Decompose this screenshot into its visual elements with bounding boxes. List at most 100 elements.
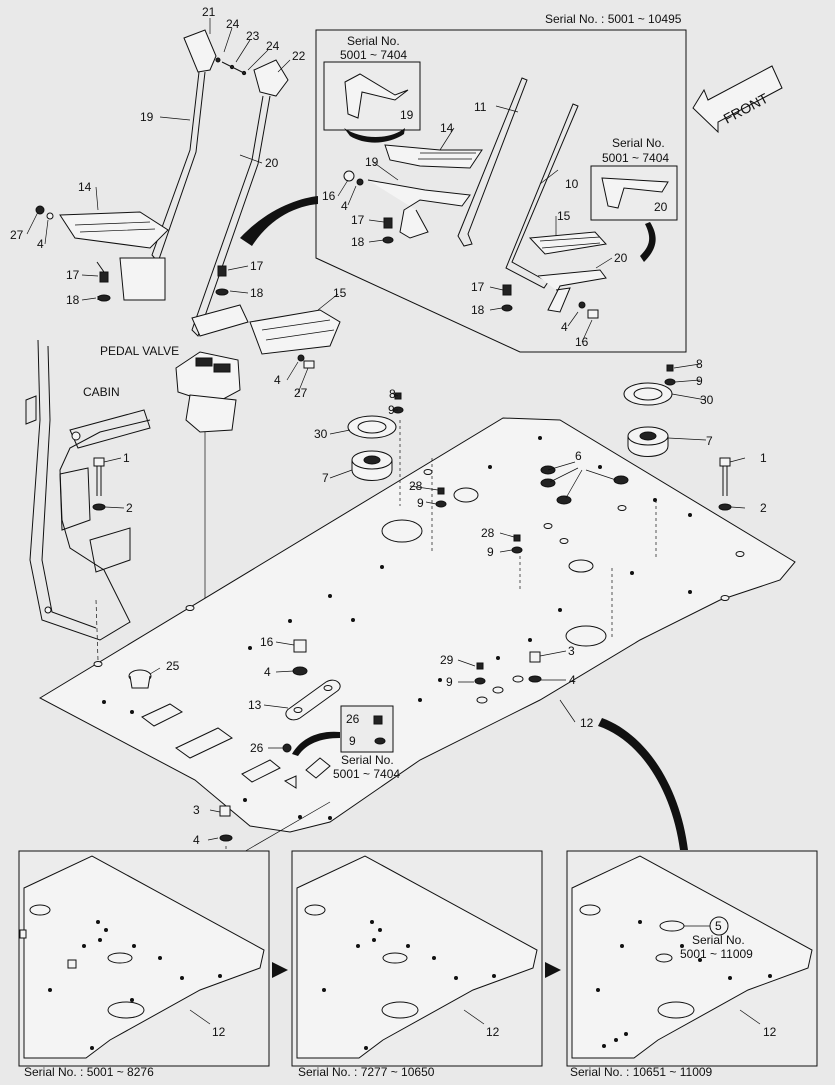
callout-4: 4 <box>274 373 281 387</box>
callout-15: 15 <box>333 286 347 300</box>
box-26-serial-l2: 5001 ~ 7404 <box>333 767 400 781</box>
callout-7: 7 <box>706 434 713 448</box>
callout-8: 8 <box>696 357 703 371</box>
callout-12: 12 <box>580 716 594 730</box>
callout-30: 30 <box>700 393 714 407</box>
lever-grip-22 <box>253 59 289 97</box>
box-26-p1: 26 <box>346 712 360 726</box>
panel-1-serial: Serial No. : 5001 ~ 8276 <box>24 1065 154 1079</box>
callout-arrow-plate <box>598 718 688 850</box>
connector-line <box>229 801 331 861</box>
callout-28: 28 <box>481 526 495 540</box>
callout-18: 18 <box>66 293 80 307</box>
arrow-right-icon <box>545 962 561 978</box>
callout-13: 13 <box>248 698 262 712</box>
bottom-panel-2: 12 Serial No. : 7277 ~ 10650 <box>291 850 543 1079</box>
callout-4: 4 <box>341 199 348 213</box>
serial-box-19-l1: Serial No. <box>347 34 400 48</box>
callout-16: 16 <box>322 189 336 203</box>
callout-2: 2 <box>760 501 767 515</box>
callout-18: 18 <box>351 235 365 249</box>
callout-7: 7 <box>322 471 329 485</box>
callouts-upper-left: 21 24 23 24 22 19 20 14 27 4 17 18 17 18… <box>10 5 347 400</box>
arrow-right-icon <box>272 962 288 978</box>
callout-19: 19 <box>365 155 379 169</box>
callout-18: 18 <box>471 303 485 317</box>
callout-26: 26 <box>250 741 264 755</box>
callout-4: 4 <box>193 833 200 847</box>
left-lever-assembly <box>35 29 341 369</box>
pedal-14 <box>59 211 169 249</box>
callout-9: 9 <box>417 496 424 510</box>
callout-4: 4 <box>569 673 576 687</box>
callout-8: 8 <box>389 387 396 401</box>
callout-17: 17 <box>351 213 365 227</box>
bottom-panel-3: 5 Serial No. 5001 ~ 11009 12 Serial No. … <box>566 850 818 1079</box>
serial-box-20-l1: Serial No. <box>612 136 665 150</box>
callout-1: 1 <box>760 451 767 465</box>
upper-inset-contents: Serial No. 5001 ~ 7404 19 Serial No. 500… <box>322 34 678 349</box>
callout-9: 9 <box>388 403 395 417</box>
callout-19: 19 <box>140 110 154 124</box>
cabin-label: CABIN <box>83 385 120 399</box>
pedal-15 <box>249 309 341 355</box>
callout-29: 29 <box>440 653 454 667</box>
callout-14: 14 <box>440 121 454 135</box>
callout-16: 16 <box>575 335 589 349</box>
upper-inset-frame <box>315 29 687 353</box>
callout-arrow <box>240 196 318 246</box>
callout-10: 10 <box>565 177 579 191</box>
front-arrow-icon: FRONT <box>692 65 783 134</box>
callout-16: 16 <box>260 635 274 649</box>
callout-1: 1 <box>123 451 130 465</box>
serial-box-26: 26 9 Serial No. 5001 ~ 7404 <box>292 705 400 781</box>
callout-2: 2 <box>126 501 133 515</box>
box-26-p2: 9 <box>349 734 356 748</box>
callout-15: 15 <box>557 209 571 223</box>
callout-9: 9 <box>696 374 703 388</box>
floor-plate-12 <box>38 417 796 833</box>
panel-3-serial-l1: Serial No. <box>692 933 745 947</box>
callout-6: 6 <box>575 449 582 463</box>
serial-box-19-part: 19 <box>400 108 414 122</box>
pedal-valve-label: PEDAL VALVE <box>100 344 179 358</box>
panel-2-part: 12 <box>486 1025 500 1039</box>
callout-3: 3 <box>568 644 575 658</box>
callout-25: 25 <box>166 659 180 673</box>
callout-4: 4 <box>561 320 568 334</box>
panel-3-serial: Serial No. : 10651 ~ 11009 <box>570 1065 713 1079</box>
callout-18: 18 <box>250 286 264 300</box>
panel-1-part: 12 <box>212 1025 226 1039</box>
callout-27: 27 <box>294 386 308 400</box>
callout-24: 24 <box>266 39 280 53</box>
callout-9: 9 <box>446 675 453 689</box>
callout-21: 21 <box>202 5 216 19</box>
callout-4: 4 <box>264 665 271 679</box>
serial-box-20-part: 20 <box>654 200 668 214</box>
main-serial-label: Serial No. : 5001 ~ 10495 <box>545 12 682 26</box>
serial-box-19-l2: 5001 ~ 7404 <box>340 48 407 62</box>
callout-22: 22 <box>292 49 306 63</box>
panel-2-serial: Serial No. : 7277 ~ 10650 <box>298 1065 435 1079</box>
callout-27: 27 <box>10 228 24 242</box>
bottom-panel-1: 12 Serial No. : 5001 ~ 8276 <box>18 850 270 1079</box>
serial-box-20-l2: 5001 ~ 7404 <box>602 151 669 165</box>
callout-20: 20 <box>614 251 628 265</box>
callout-30: 30 <box>314 427 328 441</box>
callout-28: 28 <box>409 479 423 493</box>
callout-20: 20 <box>265 156 279 170</box>
callout-23: 23 <box>246 29 260 43</box>
cabin-frame <box>25 339 151 661</box>
callout-9: 9 <box>487 545 494 559</box>
serial-box-19 <box>323 61 421 131</box>
pedal-valve <box>175 351 241 608</box>
panel-3-part: 12 <box>763 1025 777 1039</box>
callout-17: 17 <box>471 280 485 294</box>
panel-3-serial-l2: 5001 ~ 11009 <box>680 947 753 961</box>
callout-11: 11 <box>474 100 487 114</box>
box-26-serial-l1: Serial No. <box>341 753 394 767</box>
callout-3: 3 <box>193 803 200 817</box>
callout-24: 24 <box>226 17 240 31</box>
